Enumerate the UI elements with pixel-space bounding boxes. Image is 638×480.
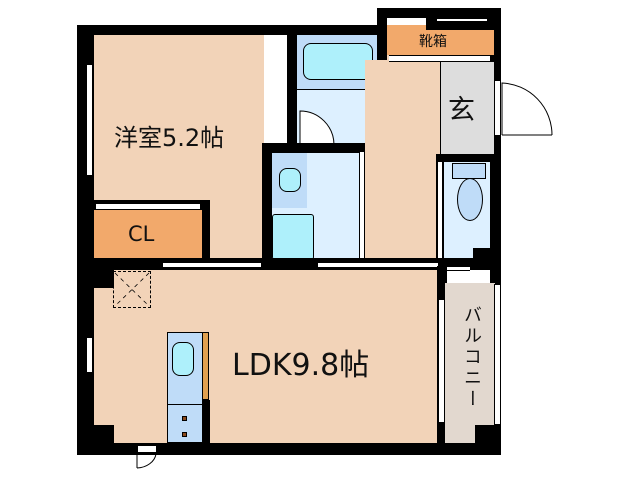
ldk-side-door[interactable] [137, 445, 157, 453]
toilet-door[interactable] [437, 162, 443, 258]
kitchen-sink-icon [172, 342, 194, 376]
washing-machine-icon [272, 214, 314, 260]
ldk-door-west[interactable] [163, 262, 261, 268]
balcony [445, 283, 495, 443]
balcony-label: バルコニー [461, 305, 482, 410]
ceiling-storage-icon [113, 271, 151, 308]
ceiling-storage-cross-icon [114, 272, 150, 307]
kitchen-backsplash [202, 332, 209, 400]
hallway [365, 60, 441, 265]
closet-label: CL [128, 222, 155, 246]
front-door-swing-icon [501, 82, 553, 136]
balcony-window[interactable] [438, 300, 445, 422]
wall-washroom-left [262, 143, 272, 268]
stove-burner-icon [182, 416, 187, 421]
ldk [94, 270, 437, 443]
front-door[interactable] [494, 80, 501, 136]
ldk-door-hall[interactable] [318, 262, 438, 268]
bathtub-icon [303, 43, 373, 80]
entrance-label: 玄 [448, 95, 475, 126]
wall-bath-bottom [262, 143, 387, 153]
ldk-corner-top [94, 270, 114, 288]
wall-room-bath [287, 30, 297, 155]
entrance [440, 62, 494, 154]
wall-bath-top [287, 25, 380, 35]
toilet-tank-icon [452, 163, 486, 179]
stove-divider [167, 404, 203, 405]
toilet-bowl-icon [457, 178, 483, 221]
outer-wall-entry-top [377, 8, 501, 18]
western-room-label: 洋室5.2帖 [114, 124, 225, 152]
closet-door[interactable] [96, 203, 200, 210]
stove-burner-icon [182, 432, 187, 437]
ldk-label: LDK9.8帖 [232, 348, 370, 383]
ldk-corner-bottom [94, 425, 114, 443]
closet [94, 210, 202, 258]
western-room-lower [205, 150, 265, 260]
bath-door-swing-icon[interactable] [299, 110, 339, 146]
outer-wall-bottom [77, 443, 500, 455]
vent-icon [444, 266, 470, 271]
kitchen-wall [202, 400, 210, 443]
balcony-railing [494, 284, 501, 425]
balcony-corner [475, 425, 501, 455]
shoe-box-window[interactable] [437, 18, 487, 22]
washbasin-icon [279, 168, 301, 192]
washroom-sliding-door[interactable] [359, 152, 365, 262]
window-ldk-west[interactable] [86, 338, 93, 372]
outer-wall-top [77, 25, 380, 35]
shoe-box-door[interactable] [389, 55, 490, 62]
window-west-room[interactable] [86, 65, 93, 175]
wall-entrance-bottom [436, 154, 494, 162]
shoe-box-label: 靴箱 [419, 34, 447, 50]
outer-wall-right [490, 8, 501, 455]
shoe-box [387, 25, 494, 55]
ldk-side-door-swing-icon [136, 453, 157, 469]
